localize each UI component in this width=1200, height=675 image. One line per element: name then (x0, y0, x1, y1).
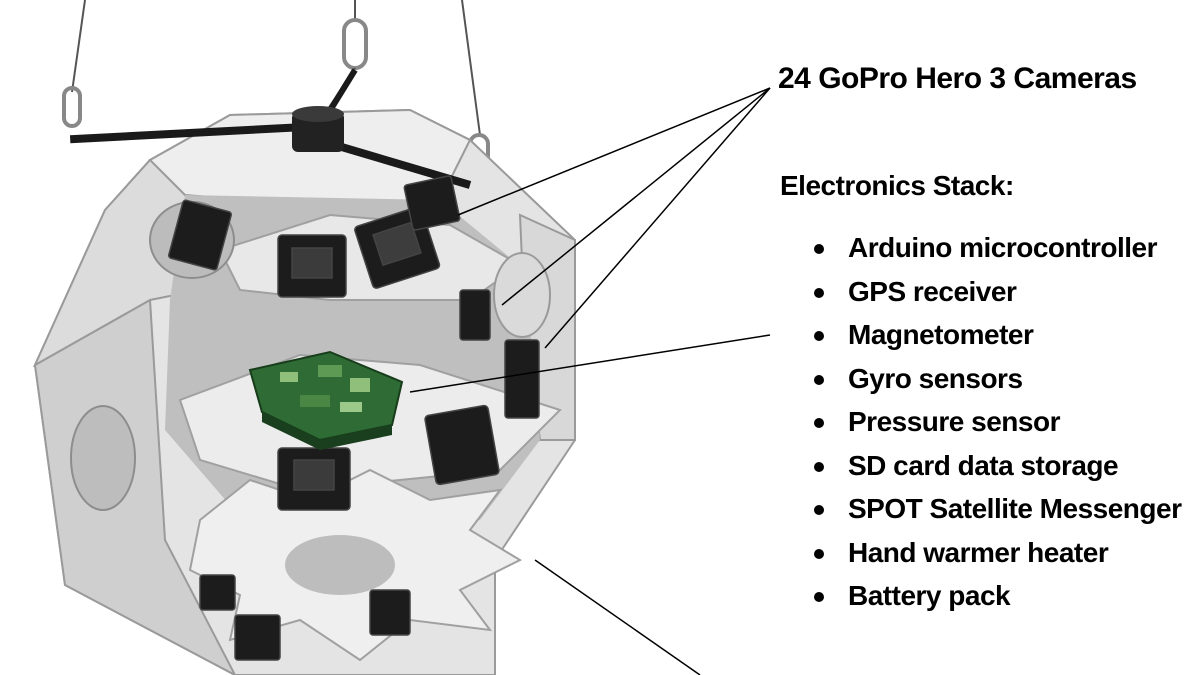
list-item: SD card data storage (812, 449, 1181, 493)
list-item: Arduino microcontroller (812, 231, 1181, 275)
bullet-icon (814, 505, 824, 515)
bullet-icon (814, 548, 824, 559)
electronics-stack-list: Arduino microcontroller GPS receiver Mag… (812, 231, 1182, 623)
bullet-icon (814, 374, 824, 385)
leader-lines (409, 87, 771, 675)
electronics-stack-title: Electronics Stack: (780, 170, 1014, 201)
suspension-cables (71, 0, 481, 136)
bullet-icon (814, 592, 824, 602)
list-item-label: Magnetometer (848, 319, 1034, 350)
bullet-icon (814, 244, 824, 254)
list-item: Hand warmer heater (812, 536, 1181, 580)
list-item-label: Battery pack (848, 580, 1011, 611)
list-item-label: GPS receiver (848, 275, 1017, 307)
bullet-icon (814, 418, 824, 428)
list-item-label: Arduino microcontroller (848, 232, 1157, 263)
hanging-bracket (69, 68, 472, 189)
electronics-board (248, 350, 404, 450)
list-item: Magnetometer (812, 318, 1181, 362)
bullet-icon (814, 287, 824, 298)
list-item-label: Hand warmer heater (848, 536, 1109, 568)
list-item: SPOT Satellite Messenger (812, 492, 1182, 536)
gopro-cameras (168, 175, 540, 661)
list-item: GPS receiver (812, 275, 1181, 319)
cameras-callout: 24 GoPro Hero 3 Cameras (778, 62, 1137, 95)
list-item-label: Gyro sensors (848, 362, 1023, 394)
bullet-icon (814, 461, 824, 472)
bullet-icon (814, 331, 824, 341)
list-item-label: Pressure sensor (848, 406, 1060, 437)
list-item-label: SD card data storage (848, 449, 1119, 481)
list-item: Gyro sensors (812, 362, 1181, 406)
list-item: Pressure sensor (812, 405, 1181, 449)
list-item: Battery pack (812, 579, 1181, 623)
list-item-label: SPOT Satellite Messenger (848, 493, 1182, 524)
